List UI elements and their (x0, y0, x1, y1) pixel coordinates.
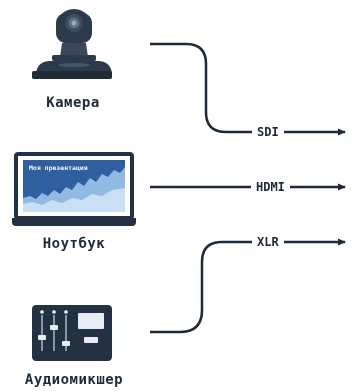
ptz-camera-icon (32, 9, 112, 79)
camera-label: Камера (46, 95, 100, 111)
xlr-label: XLR (252, 235, 284, 249)
sdi-label: SDI (252, 125, 284, 139)
laptop-icon: Моя презентация (12, 152, 136, 226)
xlr-cable-line (150, 238, 346, 334)
mixer-label: Аудиомикшер (24, 372, 124, 388)
laptop-screen-title: Моя презентация (29, 164, 88, 172)
hdmi-label: HDMI (251, 180, 290, 194)
laptop-label: Ноутбук (42, 236, 106, 252)
sdi-cable-line (150, 42, 346, 136)
audio-mixer-icon (32, 305, 112, 361)
